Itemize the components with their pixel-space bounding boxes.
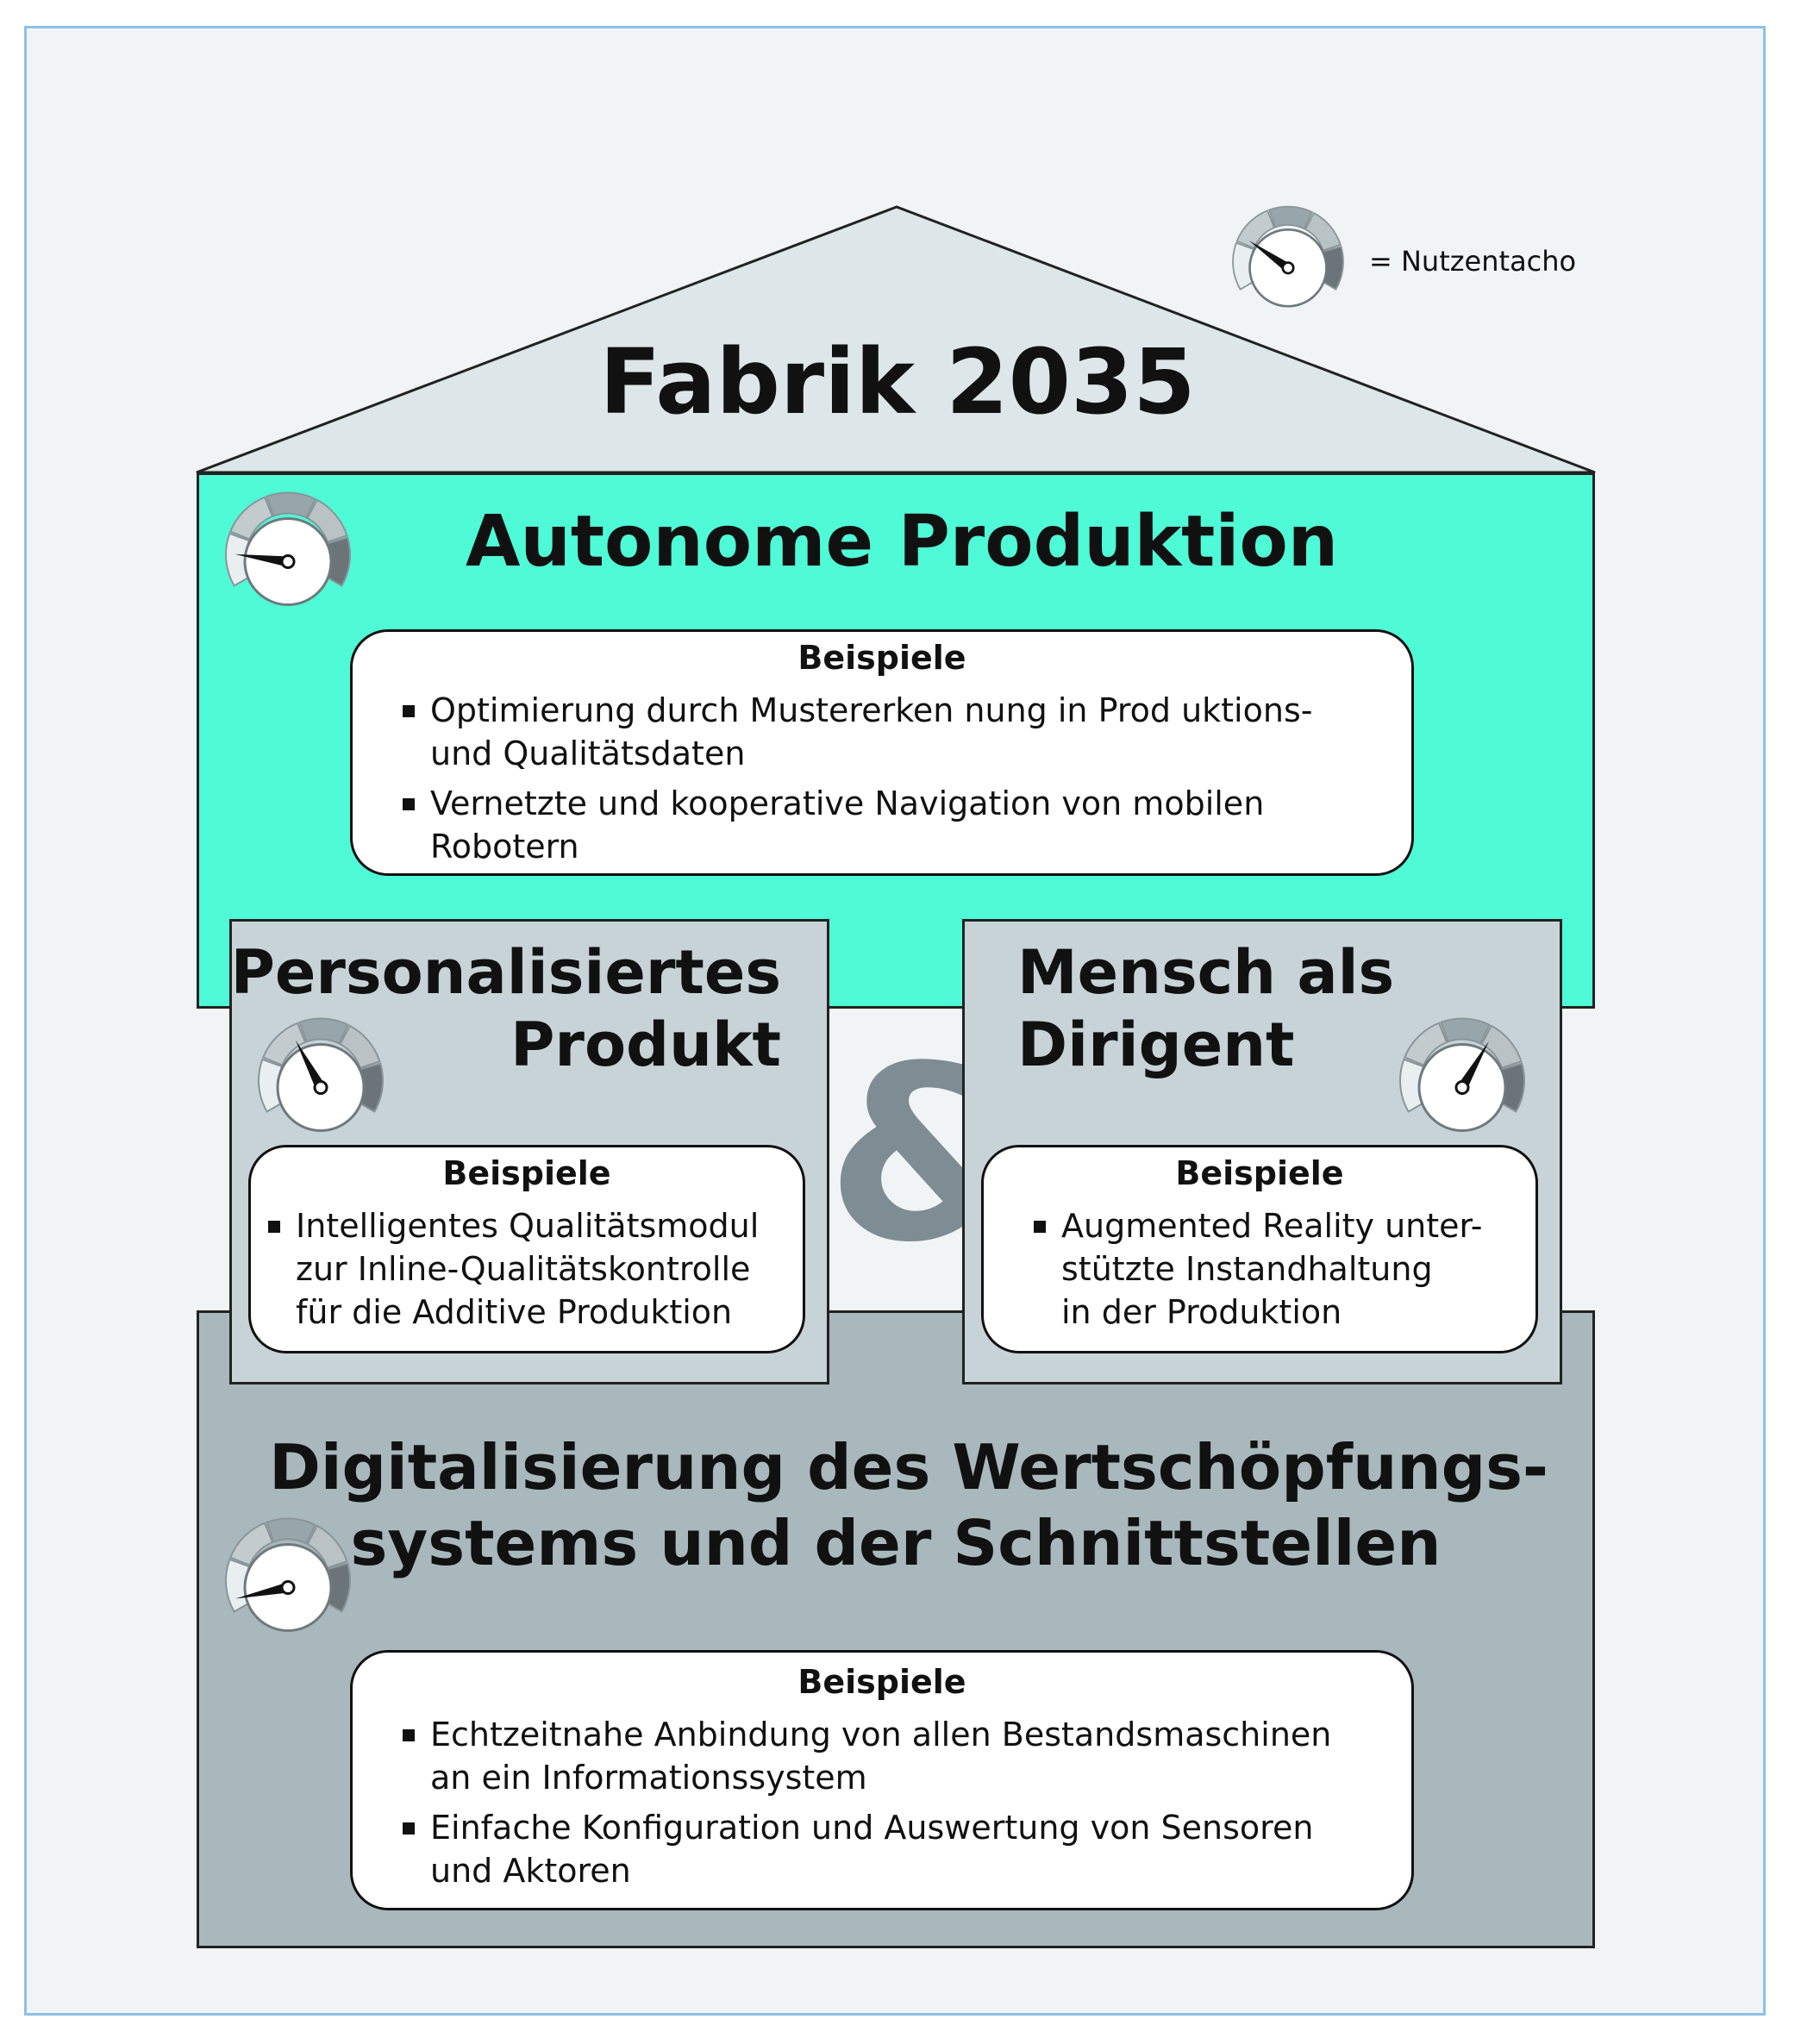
bullet-line: und Aktoren [430,1852,631,1890]
gauge-icon [225,1517,351,1632]
legend-label: = Nutzentacho [1369,245,1577,278]
title-line: Digitalisierung des Wertschöpfungs- [269,1431,1548,1503]
page-title: Fabrik 2035 [599,329,1196,434]
title-line: Personalisiertes [230,937,781,1008]
examples-heading: Beispiele [797,1663,966,1701]
bullet-line: Optimierung durch Mustererken nung in Pr… [430,691,1313,729]
bullet-line: Intelligentes Qualitätsmodul [296,1207,760,1245]
section-title-digitalisierung: Digitalisierung des Wertschöpfungs- syst… [197,1429,1595,1581]
examples-box-autonome: Beispiele Optimierung durch Mustererken … [350,629,1414,876]
gauge-icon [1232,205,1344,308]
bullet-line: in der Produktion [1061,1293,1342,1331]
bullet-line: Echtzeitnahe Anbindung von allen Bestand… [430,1716,1332,1753]
bullet-square-icon [268,1221,280,1233]
bullet-line: Robotern [430,828,579,866]
examples-box-digitalisierung: Beispiele Echtzeitnahe Anbindung von all… [350,1650,1414,1910]
ampersand: & [826,1015,1037,1296]
bullet-square-icon [403,1729,415,1741]
section-title-mensch: Mensch als Dirigent [1017,936,1394,1081]
bullet-line: Augmented Reality unter- [1061,1207,1483,1245]
title-line: Produkt [510,1009,781,1080]
examples-heading: Beispiele [442,1154,611,1192]
middle-gap [829,1009,962,1310]
gauge-icon [258,1017,384,1132]
gauge-icon [1399,1017,1525,1132]
bullet-line: an ein Informationssystem [430,1759,867,1797]
bullet-line: Einfache Konfiguration und Auswertung vo… [430,1809,1314,1847]
examples-box-personalisiert: Beispiele Intelligentes Qualitätsmodul z… [248,1145,805,1353]
bullet-line: für die Additive Produktion [296,1293,733,1331]
bullet-line: zur Inline-Qualitätskontrolle [296,1250,751,1288]
title-line: Dirigent [1017,1009,1295,1080]
bullet-square-icon [403,1822,415,1835]
section-title-autonome: Autonome Produktion [466,501,1339,583]
bullet-line: und Qualitätsdaten [430,734,746,772]
examples-heading: Beispiele [797,639,966,677]
title-line: Mensch als [1017,937,1395,1008]
examples-heading: Beispiele [1175,1154,1344,1192]
bullet-line: Vernetzte und kooperative Navigation von… [430,784,1265,822]
bullet-square-icon [403,798,415,810]
bullet-square-icon [403,705,415,717]
title-line: systems und der Schnittstellen [350,1507,1442,1579]
bullet-line: stützte Instandhaltung [1061,1250,1433,1288]
gauge-icon [225,491,351,606]
section-title-personalisiert: Personalisiertes Produkt [229,936,781,1081]
examples-box-mensch: Beispiele Augmented Reality unter- stütz… [981,1145,1538,1353]
bullet-square-icon [1034,1221,1046,1233]
